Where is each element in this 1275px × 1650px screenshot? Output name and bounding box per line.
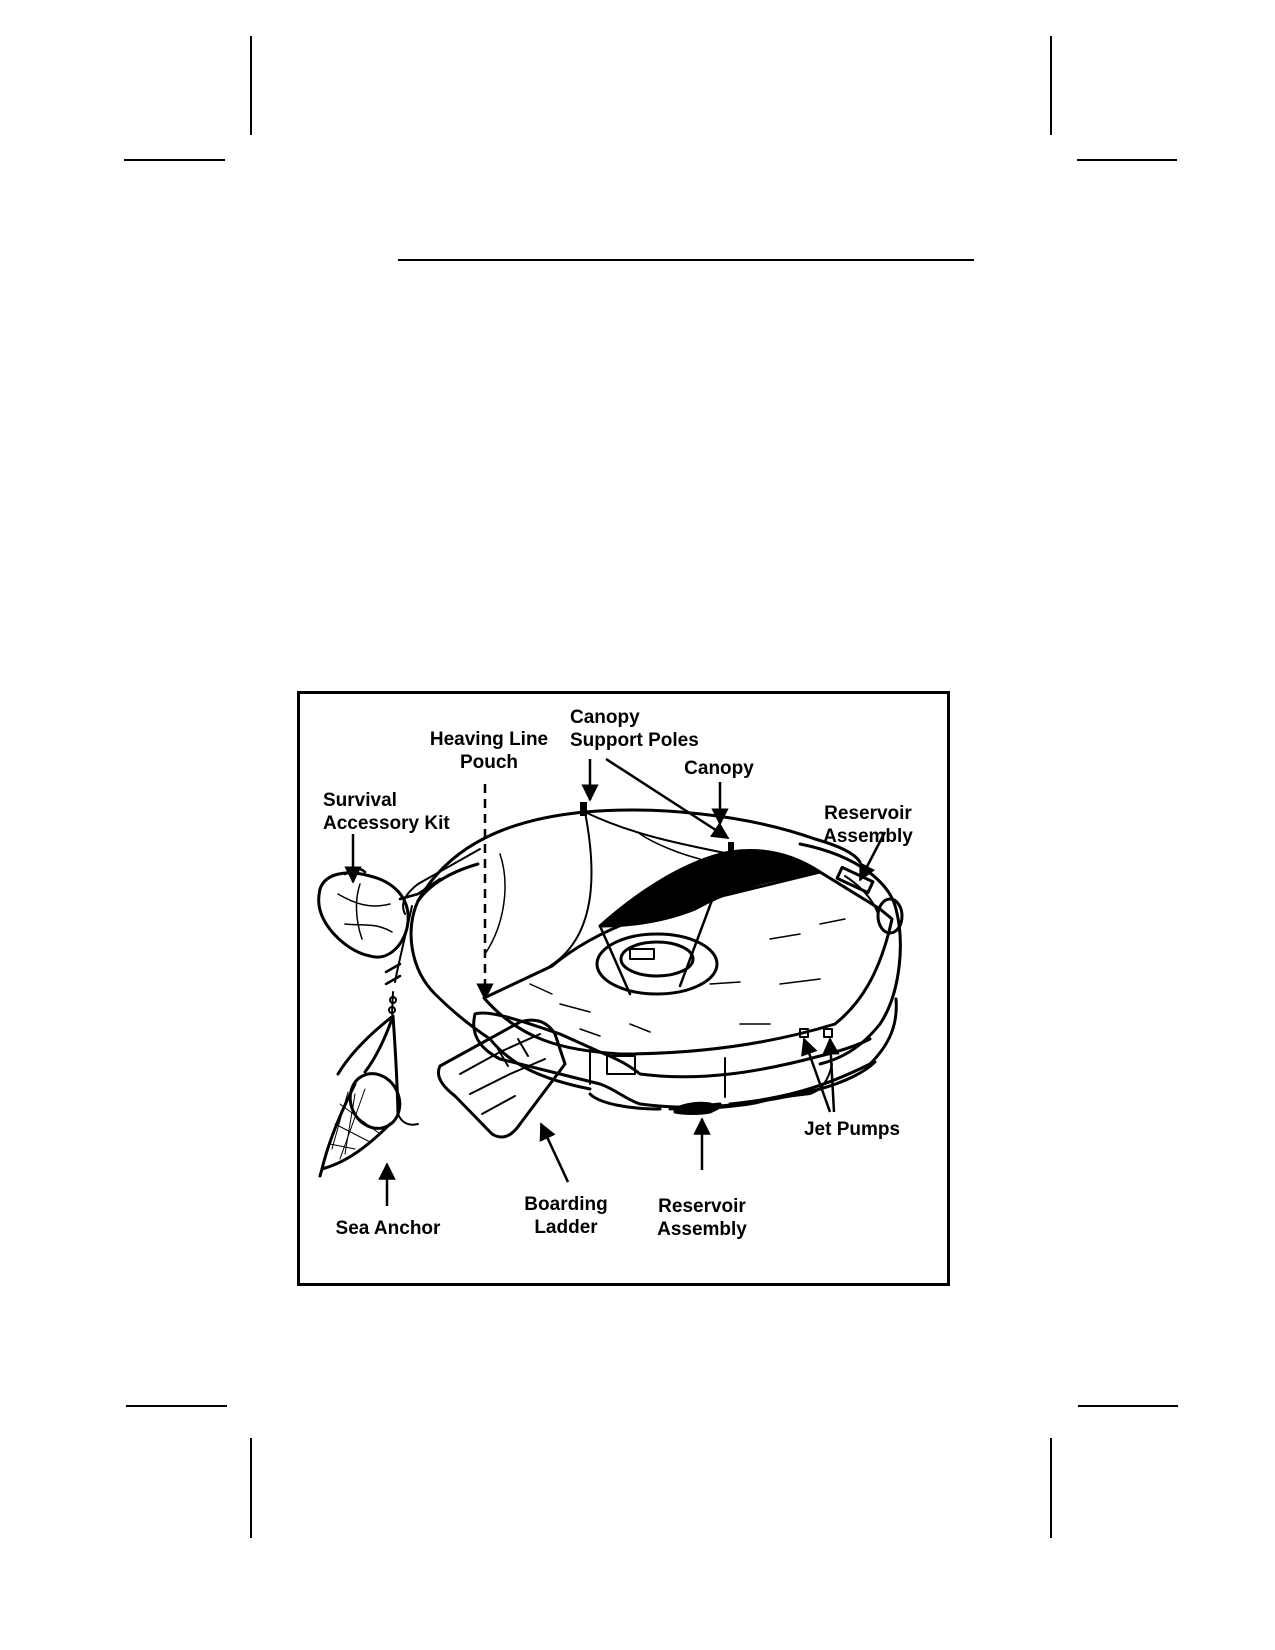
label-heaving-line-pouch: Heaving Line Pouch <box>418 728 560 774</box>
arrow-jet-pump-2 <box>822 1037 840 1113</box>
canopy-support-pole-1 <box>598 924 632 996</box>
label-survival-line2: Accessory Kit <box>323 813 450 834</box>
label-heaving-line-pouch-line1: Heaving Line <box>429 729 549 750</box>
jet-pump-1 <box>799 1028 809 1038</box>
jet-pump-2 <box>823 1028 833 1038</box>
crop-mark-top-left-horizontal <box>124 159 225 161</box>
header-rule <box>398 259 974 261</box>
arrow-boarding-ladder <box>539 1122 570 1183</box>
crop-mark-bottom-right-horizontal <box>1078 1405 1178 1407</box>
raft-deck <box>482 870 894 1056</box>
reservoir-assembly-top <box>835 865 875 895</box>
label-reservoir-top-line1: Reservoir <box>824 803 912 824</box>
reservoir-assembly-bottom <box>673 1101 720 1115</box>
label-survival-line1: Survival <box>323 790 397 811</box>
boarding-ring <box>595 932 719 996</box>
label-boarding-line2: Ladder <box>534 1217 598 1238</box>
arrow-canopy-support-pole-right <box>605 757 730 840</box>
label-jet-pumps: Jet Pumps <box>797 1118 907 1141</box>
arrow-reservoir-assembly-top <box>858 831 887 882</box>
sea-anchor <box>318 1014 402 1178</box>
crop-mark-bottom-left-horizontal <box>126 1405 227 1407</box>
label-jet-pumps-text: Jet Pumps <box>803 1119 901 1140</box>
crop-mark-top-left-vertical <box>250 36 252 135</box>
arrow-jet-pump-1 <box>801 1037 832 1113</box>
label-sea-anchor: Sea Anchor <box>324 1217 452 1240</box>
life-raft-drawing <box>317 757 904 1206</box>
life-raft-figure: Canopy Support Poles Heaving Line Pouch … <box>297 691 950 1286</box>
label-canopy-support-poles: Canopy Support Poles <box>570 706 699 752</box>
raft-illustration <box>317 802 904 1178</box>
crop-mark-top-right-horizontal <box>1077 159 1177 161</box>
label-canopy-support-poles-line1: Canopy <box>570 707 640 728</box>
label-boarding-ladder: Boarding Ladder <box>518 1193 614 1239</box>
crop-mark-top-right-vertical <box>1050 36 1052 135</box>
label-canopy: Canopy <box>680 757 758 780</box>
boarding-ladder <box>436 1018 567 1139</box>
label-survival-accessory-kit: Survival Accessory Kit <box>323 789 450 835</box>
label-boarding-line1: Boarding <box>524 1194 608 1215</box>
leader-arrows <box>344 757 887 1206</box>
label-reservoir-assembly-bottom: Reservoir Assembly <box>652 1195 752 1241</box>
label-reservoir-bottom-line1: Reservoir <box>658 1196 746 1217</box>
label-canopy-text: Canopy <box>684 758 754 779</box>
label-sea-anchor-text: Sea Anchor <box>335 1218 441 1239</box>
label-reservoir-assembly-top: Reservoir Assembly <box>818 802 918 848</box>
canopy-opening <box>598 849 822 928</box>
label-canopy-support-poles-line2: Support Poles <box>570 730 699 751</box>
label-heaving-line-pouch-line2: Pouch <box>459 752 519 773</box>
label-reservoir-top-line2: Assembly <box>823 826 913 847</box>
canopy-outline <box>416 808 862 903</box>
crop-mark-bottom-right-vertical <box>1050 1438 1052 1538</box>
crop-mark-bottom-left-vertical <box>250 1438 252 1538</box>
label-reservoir-bottom-line2: Assembly <box>657 1219 747 1240</box>
canopy-support-pole-2 <box>678 850 732 988</box>
